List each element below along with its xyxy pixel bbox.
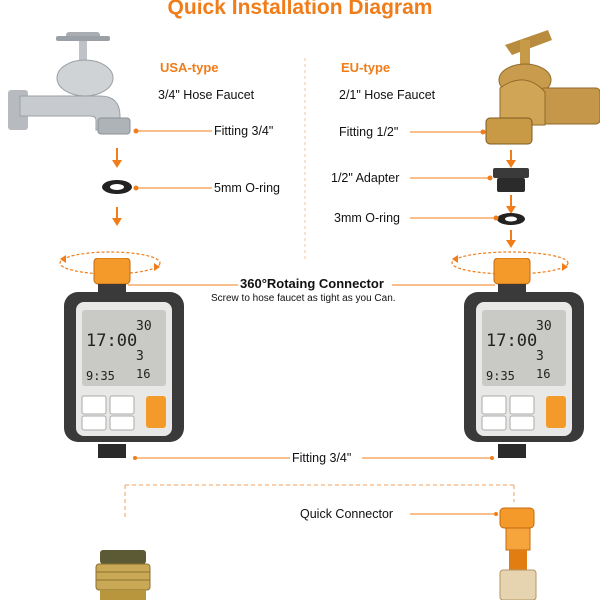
lcd-next: 16: [136, 367, 150, 381]
lcd-time: 17:00: [486, 331, 537, 351]
usa-arrows: [112, 148, 122, 226]
water-timer-left: 17:00 30 3 9:35 16: [62, 257, 186, 458]
diagram-title: Quick Installation Diagram: [167, 0, 433, 19]
eu-faucet-icon: [485, 30, 600, 145]
lcd-how-long: 30: [136, 319, 152, 334]
eu-type-label: EU-type: [341, 60, 391, 75]
usa-fitting-label: Fitting 3/4": [214, 124, 274, 138]
quick-connector-guide: [124, 484, 515, 520]
lcd-screen: [82, 310, 166, 386]
eu-oring-label: 3mm O-ring: [334, 211, 400, 225]
connector-subtitle: Screw to hose faucet as tight as you Can…: [211, 293, 396, 304]
eu-fitting-label: Fitting 1/2": [339, 125, 399, 139]
lcd-how-long: 30: [536, 319, 552, 334]
lcd-how-often: 3: [536, 349, 544, 364]
lcd-how-often: 3: [136, 349, 144, 364]
usa-leaders: [133, 128, 212, 191]
bottom-fitting-label: Fitting 3/4": [292, 451, 352, 465]
eu-arrows: [506, 150, 516, 248]
plus-minus-buttons: [546, 396, 566, 428]
usa-faucet-icon: [8, 32, 131, 135]
quick-connector-label: Quick Connector: [300, 507, 394, 521]
lcd-next: 16: [536, 367, 550, 381]
orange-nut-icon: [93, 257, 131, 285]
connector-title: 360°Rotaing Connector: [240, 276, 384, 291]
water-timer-right: 17:00 30 3 9:35 16: [462, 257, 586, 458]
usa-oring-label: 5mm O-ring: [214, 181, 280, 195]
eu-adapter-label: 1/2" Adapter: [331, 171, 400, 185]
eu-adapter-icon: [493, 168, 529, 192]
orange-nut-icon: [493, 257, 531, 285]
lcd-time: 17:00: [86, 331, 137, 351]
lcd-screen: [482, 310, 566, 386]
lcd-start: 9:35: [86, 369, 115, 383]
usa-faucet-label: 3/4" Hose Faucet: [158, 88, 255, 102]
brass-hose-connector-icon: [95, 550, 151, 600]
eu-faucet-label: 2/1" Hose Faucet: [339, 88, 436, 102]
usa-type-label: USA-type: [160, 60, 219, 75]
lcd-start: 9:35: [486, 369, 515, 383]
quick-connector-icon: [499, 507, 537, 600]
eu-leaders: [410, 129, 499, 221]
plus-minus-buttons: [146, 396, 166, 428]
